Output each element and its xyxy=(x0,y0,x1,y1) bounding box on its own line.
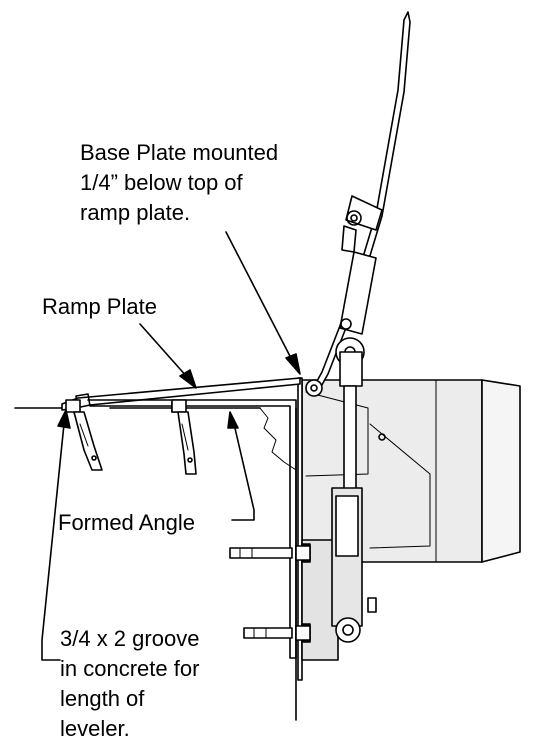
lip-plate xyxy=(311,11,411,393)
anchor-bolt-lower-wall xyxy=(243,623,311,643)
leader-groove xyxy=(41,409,71,661)
label-groove-line-4: leveler. xyxy=(60,716,130,741)
leveler-cabinet xyxy=(301,379,521,563)
label-ramp-plate: Ramp Plate xyxy=(42,292,157,322)
hinge-pin xyxy=(305,379,323,397)
lift-cylinder xyxy=(331,337,365,643)
label-groove-line-2: in concrete for xyxy=(60,656,200,681)
ramp-plate xyxy=(61,377,301,411)
label-base-plate: Base Plate mounted 1/4” below top of ram… xyxy=(80,138,278,228)
label-formed-angle: Formed Angle xyxy=(58,508,195,538)
label-groove-line-1: 3/4 x 2 groove xyxy=(60,626,200,651)
label-groove: 3/4 x 2 groove in concrete for length of… xyxy=(60,624,199,744)
anchor-bolt-upper-wall xyxy=(229,543,311,563)
anchor-bolt-left xyxy=(65,399,103,471)
leader-base-plate xyxy=(225,231,301,375)
label-formed-angle-text: Formed Angle xyxy=(58,510,195,535)
label-base-plate-line-3: ramp plate. xyxy=(80,200,191,225)
label-base-plate-line-1: Base Plate mounted xyxy=(80,140,279,165)
label-ramp-plate-text: Ramp Plate xyxy=(42,294,157,319)
leader-formed-angle xyxy=(227,411,255,521)
anchor-bolt-middle xyxy=(171,399,197,475)
leader-ramp-plate xyxy=(139,323,197,389)
label-groove-line-3: length of xyxy=(60,686,145,711)
lip-cylinder xyxy=(339,225,377,335)
label-base-plate-line-2: 1/4” below top of xyxy=(80,170,243,195)
